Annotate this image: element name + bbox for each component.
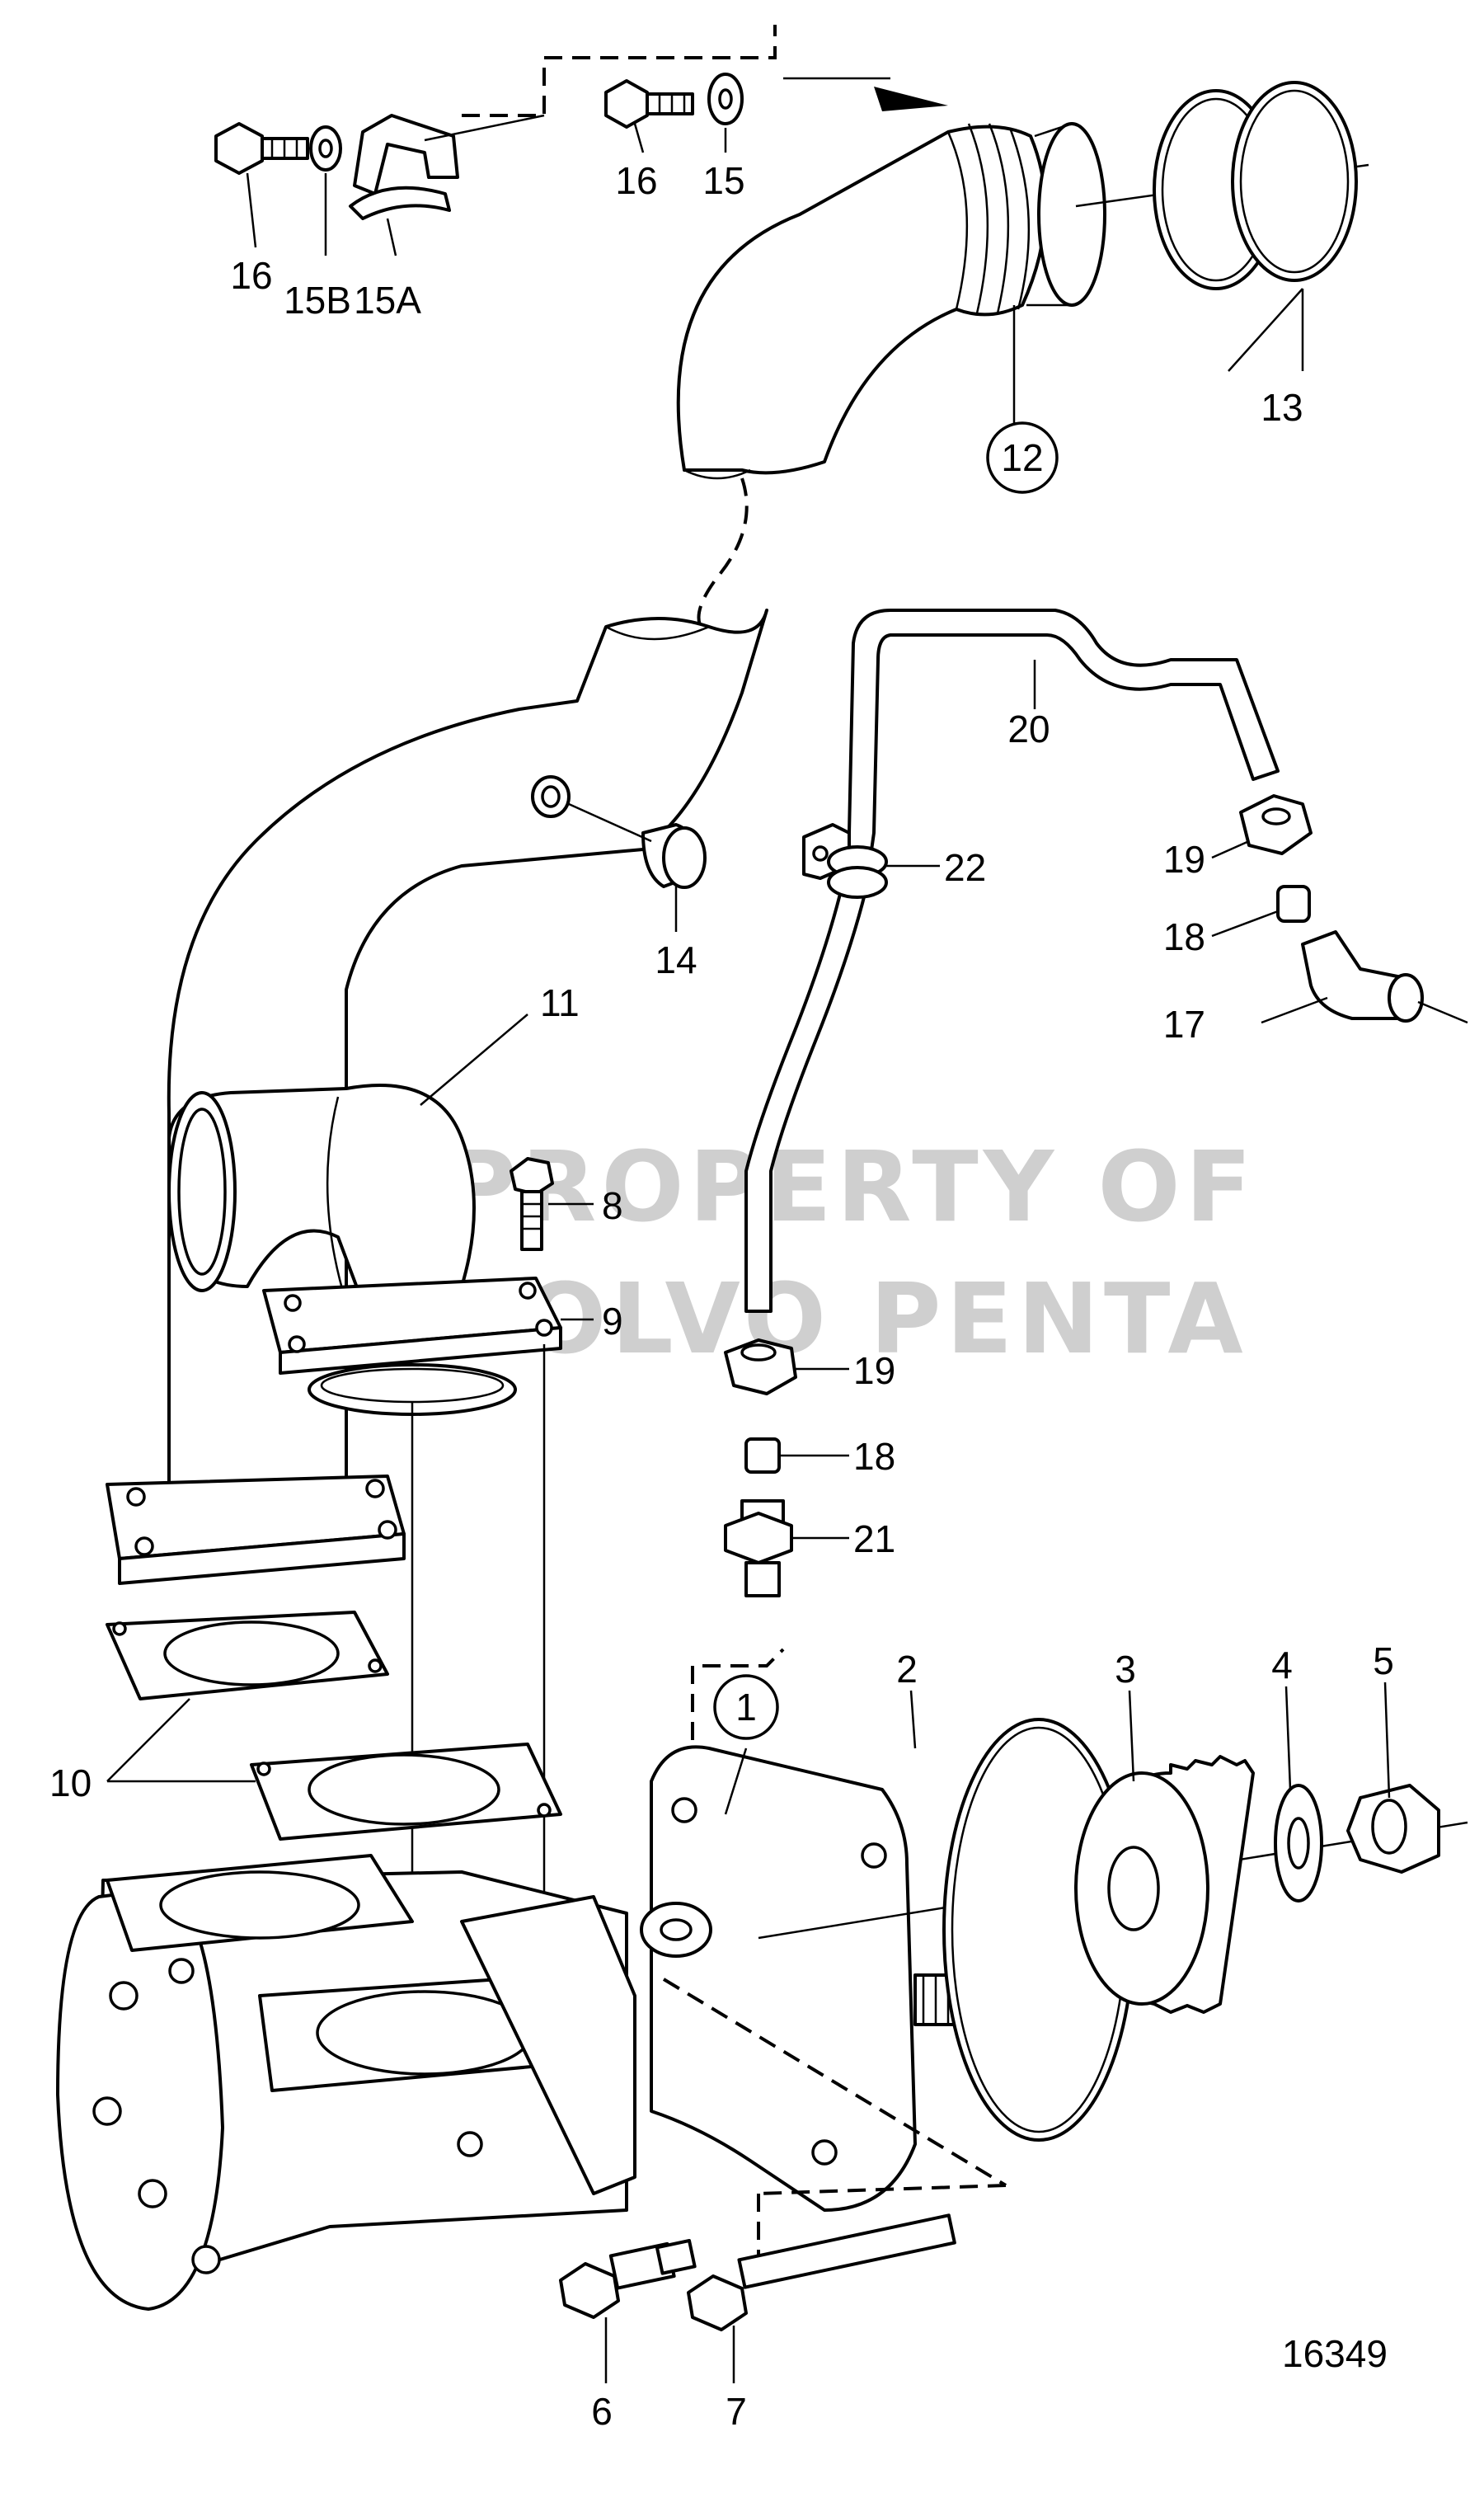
flange-9 (262, 1277, 562, 1416)
callout-13: 13 (1261, 386, 1303, 429)
callout-20: 20 (1007, 708, 1050, 750)
watermark: PROPERTY OF VOLVO PENTA (445, 1130, 1256, 1376)
callout-10: 10 (49, 1761, 92, 1804)
elbow-fitting-11 (167, 1084, 476, 1305)
sleeve-18-lower (744, 1437, 781, 1474)
bolt-16-right (604, 79, 694, 129)
callout-16-left: 16 (230, 254, 272, 297)
connector-elbow-pipe (697, 477, 749, 628)
nut-19-upper (1239, 794, 1313, 855)
callout-18-upper: 18 (1163, 915, 1205, 958)
fitting-21 (724, 1499, 793, 1597)
callout-1: 1 (735, 1686, 757, 1729)
bolt-7 (687, 2213, 956, 2331)
callout-circle-1 (713, 1674, 779, 1740)
nut-5 (1346, 1784, 1440, 1874)
callout-5: 5 (1373, 1639, 1394, 1682)
exhaust-elbow-12 (676, 122, 1106, 480)
callout-16-right: 16 (615, 159, 657, 202)
callout-19-upper: 19 (1163, 838, 1205, 881)
callout-7: 7 (726, 2390, 747, 2433)
callout-14: 14 (655, 938, 697, 981)
callout-8: 8 (602, 1184, 623, 1227)
plug-14 (531, 775, 707, 889)
gear-3 (1074, 1755, 1255, 2014)
callout-21: 21 (853, 1517, 895, 1560)
sleeve-18-upper (1276, 885, 1311, 923)
callout-9: 9 (602, 1300, 623, 1343)
callout-2: 2 (896, 1648, 918, 1691)
callout-19-lower: 19 (853, 1349, 895, 1392)
clip-22 (802, 823, 888, 899)
callout-labels: 12 1 2 3 4 5 6 7 8 9 10 11 13 14 15 15A … (49, 159, 1394, 2433)
pump-housing-1 (640, 1745, 962, 2212)
elbow-connector-17 (1301, 930, 1424, 1023)
arrow-to-elbow (874, 87, 948, 111)
drawing-number: 16349 (1282, 2332, 1388, 2375)
bolt-6 (559, 2239, 697, 2319)
callout-18-lower: 18 (853, 1435, 895, 1478)
callout-11: 11 (540, 981, 580, 1024)
callout-17: 17 (1163, 1003, 1205, 1046)
callout-circle-12 (986, 421, 1059, 494)
watermark-line-1: PROPERTY OF (445, 1130, 1256, 1244)
callout-15: 15 (702, 159, 744, 202)
bolt-16-left (214, 122, 309, 175)
bolt-8 (510, 1157, 554, 1251)
connector-dashed-top (462, 25, 777, 117)
callout-12: 12 (1001, 436, 1043, 479)
connector-fitting-21 (691, 1648, 785, 1740)
callout-15B: 15B (284, 279, 351, 322)
pump-body (56, 1854, 636, 2311)
callout-15A: 15A (354, 279, 421, 322)
callout-22: 22 (944, 846, 986, 889)
nut-19-lower (724, 1338, 797, 1395)
bracket-15A (349, 114, 459, 220)
tube-20 (744, 609, 1280, 1313)
o-rings-13 (1153, 81, 1358, 290)
pipe-flange (106, 1475, 406, 1585)
gaskets-10 (106, 1611, 562, 1841)
callout-3: 3 (1115, 1648, 1136, 1691)
callout-4: 4 (1271, 1644, 1293, 1686)
callout-6: 6 (591, 2390, 613, 2433)
